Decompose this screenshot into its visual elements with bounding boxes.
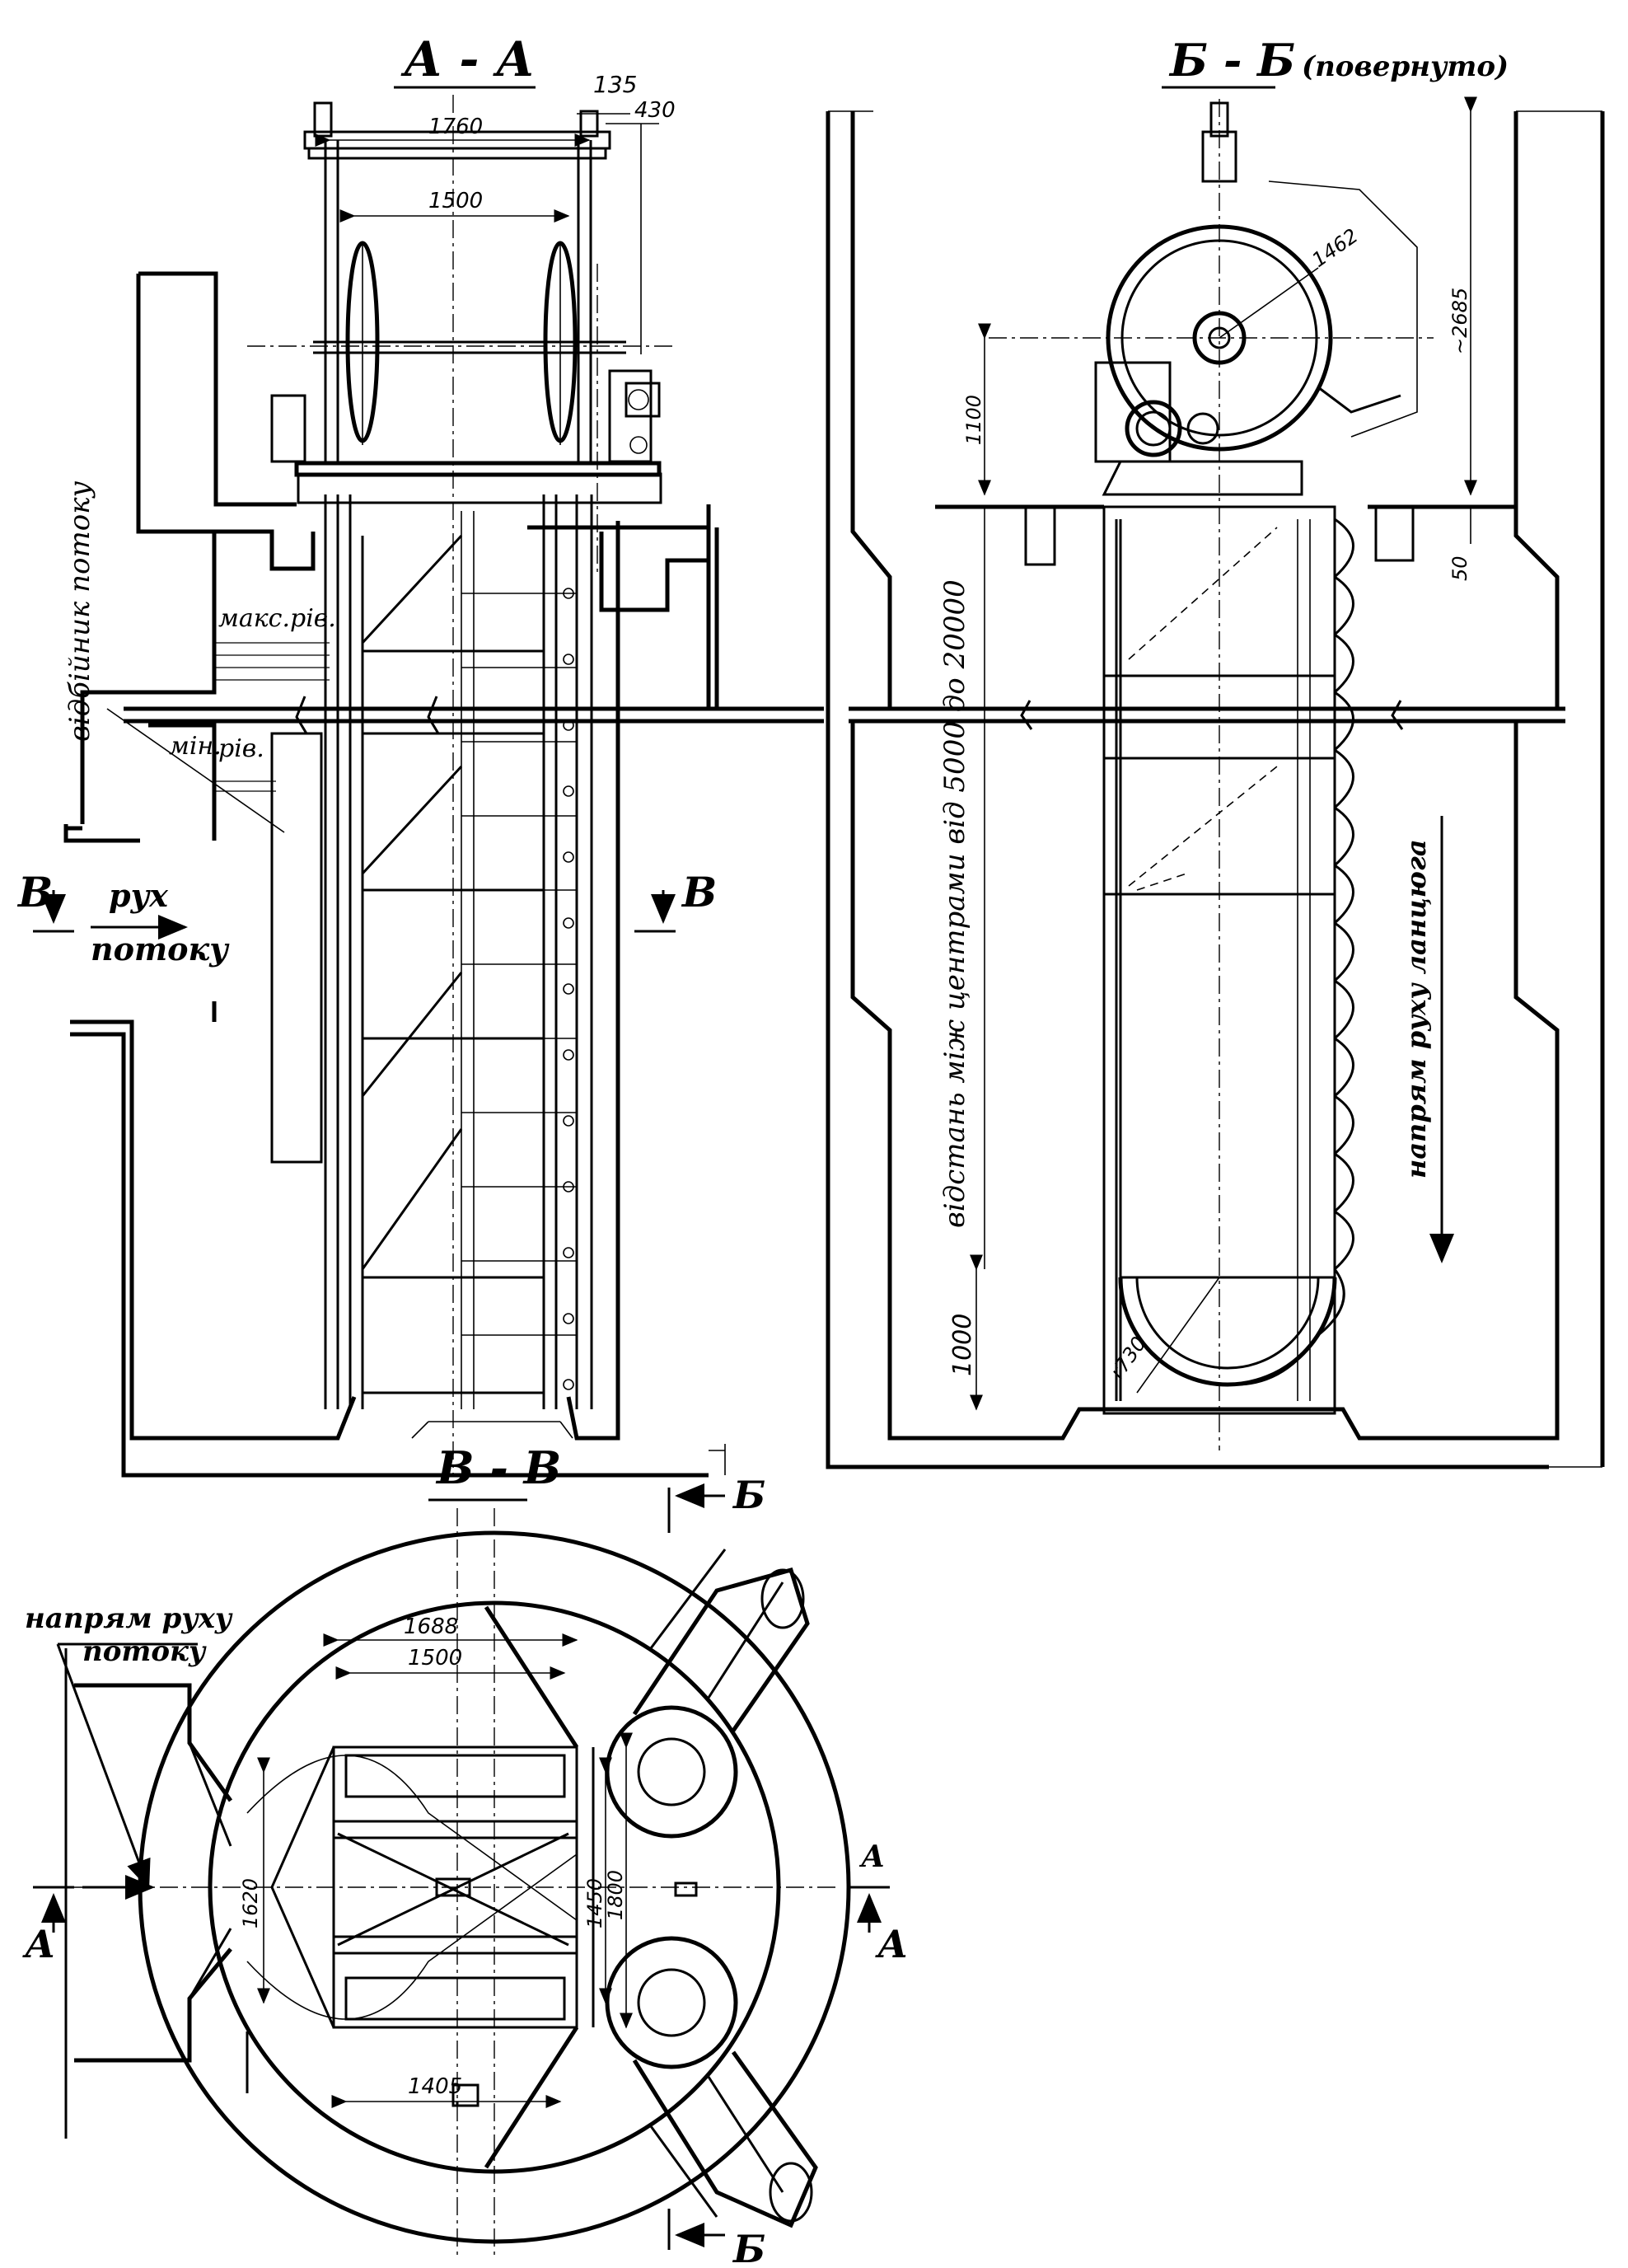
- dim-430: 430: [634, 98, 676, 123]
- discharge-pipes: [605, 1549, 818, 2228]
- screen-plan: [246, 1605, 698, 2169]
- cut-v-right: В: [681, 868, 717, 916]
- dim-2685: ~2685: [1448, 288, 1471, 354]
- flow-move-arrow: рух потоку: [91, 877, 230, 968]
- section-aa-title: А - А: [400, 31, 535, 87]
- dim-50: 50: [1448, 555, 1471, 581]
- cut-a-right-small: А: [858, 1839, 885, 1874]
- flow-direction-label-2: потоку: [82, 1635, 207, 1668]
- top-mechanism: [247, 95, 676, 1475]
- dim-1620: 1620: [239, 1878, 262, 1928]
- flow-direction-plan: напрям руху потоку: [25, 1602, 233, 1900]
- flow-deflector-label: відбійник потоку: [63, 480, 96, 742]
- cut-v-left: В: [16, 868, 53, 916]
- flow-deflector: [106, 708, 323, 1164]
- chain-buckets: [1235, 518, 1354, 1386]
- cut-v-markers: В В: [16, 868, 717, 933]
- dim-1760: 1760: [428, 115, 483, 139]
- dimensions-bb: 1100 ~2685 50 1000 1462 r730: [948, 96, 1477, 1411]
- dim-1688: 1688: [404, 1614, 458, 1639]
- dim-135: 135: [593, 71, 637, 98]
- dimensions-aa: 1760 1500 135 430: [315, 71, 676, 354]
- dim-1462: 1462: [1308, 224, 1362, 272]
- cut-a-left: А: [22, 1922, 55, 1966]
- center-distance-label: відстань між центрами від 5000 до 20000: [938, 579, 971, 1228]
- view-b-b: Б - Б (повернуто): [826, 34, 1605, 1469]
- section-vv-title: В - В: [435, 1441, 561, 1494]
- top-drive-bb: [989, 101, 1434, 496]
- flow-move-label-2: потоку: [91, 930, 230, 968]
- dimensions-vv: 1688 1500 1620 1450 1800 1405: [239, 1614, 633, 2108]
- cut-b-bottom: Б: [732, 2227, 765, 2268]
- dim-1500-plan: 1500: [408, 1646, 462, 1671]
- cut-b-top: Б: [732, 1473, 765, 1517]
- cut-markers-plan: А А А Б Б: [22, 1473, 908, 2268]
- section-bb-title: Б - Б: [1168, 34, 1295, 87]
- min-level-label-2: рів.: [218, 734, 264, 763]
- min-level-label: мін.: [169, 732, 222, 761]
- section-bb-note: (повернуто): [1302, 50, 1509, 83]
- view-a-a: А - А: [16, 31, 824, 1478]
- max-level-label: макс.рів.: [218, 604, 336, 633]
- dim-1405: 1405: [408, 2074, 462, 2099]
- concrete-walls-bb: [826, 110, 1605, 1469]
- dim-1000: 1000: [948, 1314, 977, 1376]
- dim-r730: r730: [1106, 1333, 1151, 1384]
- concrete-channel: [63, 271, 726, 1478]
- water-level-max: [216, 642, 330, 681]
- chain-direction: напрям руху ланцюга: [1401, 816, 1454, 1263]
- break-line-bb: [849, 700, 1565, 730]
- flow-move-label-1: рух: [109, 877, 169, 914]
- inlet-channel: [64, 1508, 840, 2258]
- dim-1100: 1100: [962, 395, 985, 445]
- screen-slats: [461, 593, 577, 1336]
- screen-frame: [324, 494, 593, 1409]
- dim-1450: 1450: [583, 1878, 606, 1928]
- screen-body-bb: [1102, 99, 1337, 1450]
- dim-1500-top: 1500: [428, 189, 483, 213]
- dim-1800: 1800: [604, 1870, 627, 1920]
- flow-direction-label-1: напрям руху: [25, 1602, 233, 1635]
- view-v-v: В - В: [22, 1441, 908, 2268]
- chain-right: [563, 588, 574, 1390]
- cut-a-right: А: [875, 1922, 908, 1966]
- chain-direction-label: напрям руху ланцюга: [1401, 839, 1432, 1179]
